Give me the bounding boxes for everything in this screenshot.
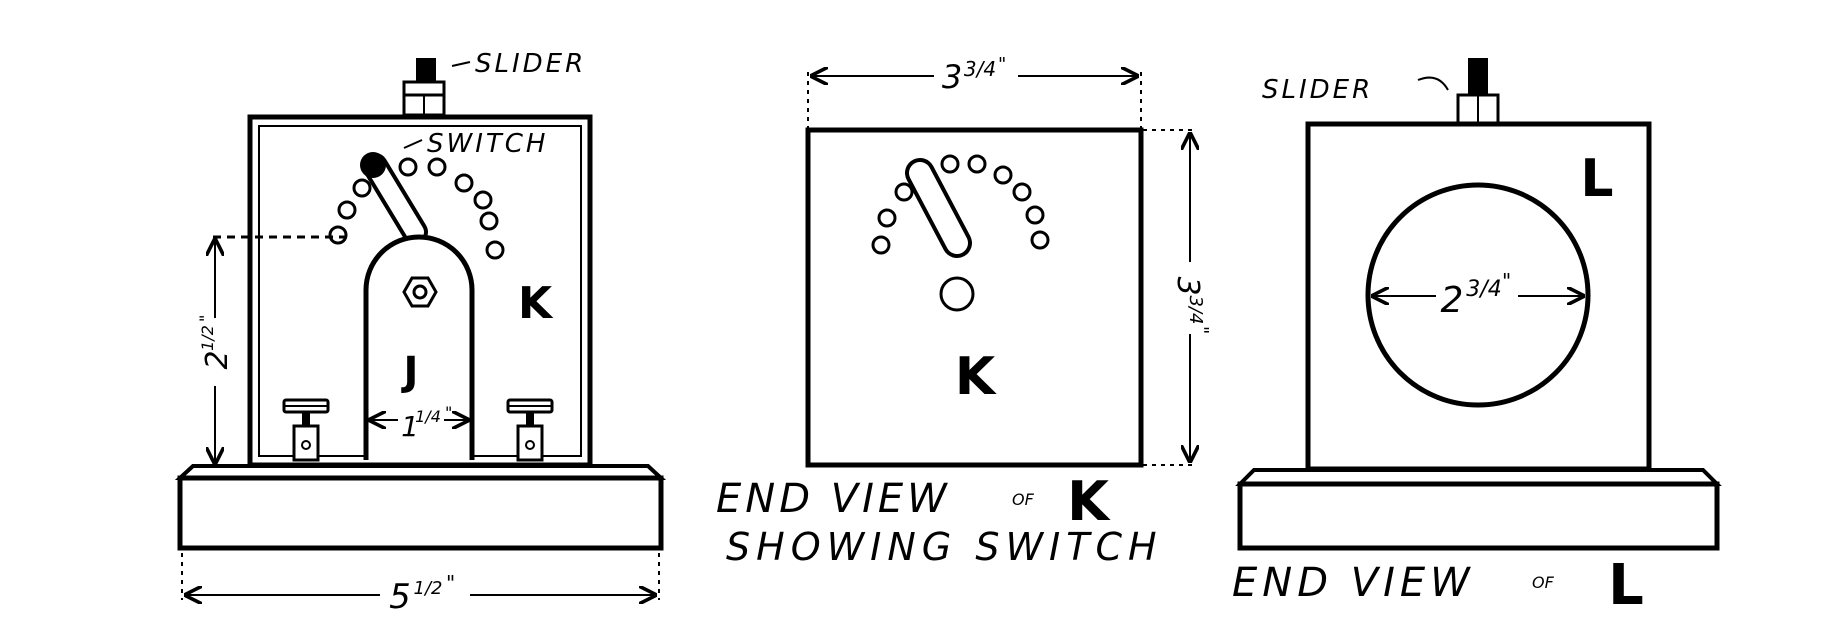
- nut-center: [412, 284, 428, 300]
- middle-height-unit: ": [1191, 326, 1212, 334]
- left-base: [177, 475, 664, 551]
- middle-switch-contacts: [871, 154, 1050, 255]
- inner-width-label-bg: [398, 404, 444, 444]
- j-label: J: [401, 349, 419, 395]
- inner-width-frac: 1/4: [415, 407, 441, 426]
- switch-pivot: [939, 276, 975, 312]
- middle-caption-line2: SHOWING SWITCH: [726, 525, 1163, 569]
- right-binding-post: [506, 398, 554, 462]
- height-whole: 2: [200, 350, 235, 369]
- right-slider-knob: [1456, 58, 1500, 127]
- middle-box-k: [805, 127, 1144, 468]
- middle-caption-of: OF: [1012, 490, 1035, 509]
- slider-leader-line: [451, 61, 471, 67]
- height-frac: 1/2: [198, 325, 217, 351]
- right-slider-leader: [1417, 76, 1449, 91]
- left-slider-knob: [402, 58, 446, 117]
- right-base: [1237, 481, 1720, 551]
- inner-width-whole: 1: [401, 410, 419, 443]
- middle-height-whole: 3: [1170, 276, 1205, 295]
- diameter-whole: 2: [1441, 280, 1464, 321]
- middle-k-label: K: [955, 347, 997, 407]
- diameter-frac: 3/4: [1466, 277, 1501, 302]
- height-unit: ": [196, 315, 215, 322]
- left-switch-lever: [360, 152, 428, 245]
- base-width-label-bg: [380, 570, 470, 618]
- diameter-label-bg: [1436, 266, 1518, 326]
- diameter-unit: ": [1502, 269, 1511, 293]
- left-switch-label: SWITCH: [427, 129, 548, 159]
- middle-caption-letter: K: [1067, 470, 1111, 533]
- right-caption-letter: L: [1608, 553, 1644, 618]
- middle-height-label: 3 3/4 ": [1168, 262, 1212, 334]
- left-slider-label: SLIDER: [475, 49, 586, 79]
- left-binding-post: [282, 398, 330, 462]
- middle-height-frac: 3/4: [1185, 296, 1206, 325]
- pillar-j: [363, 234, 475, 460]
- height-label: 2 1/2 ": [195, 315, 235, 386]
- middle-caption-line1: END VIEW: [716, 476, 951, 522]
- base-width-unit: ": [446, 571, 455, 595]
- right-end-view-l: SLIDER L 2 3/4 " END VIEW OF L: [1232, 58, 1722, 618]
- middle-end-view-k: 3 3/4 " 3 3/4 " K: [716, 50, 1212, 569]
- switch-leader-line: [403, 139, 423, 149]
- base-width-frac: 1/2: [414, 578, 443, 599]
- right-caption-of: OF: [1532, 573, 1555, 592]
- left-k-label: K: [518, 278, 554, 329]
- right-slider-label: SLIDER: [1262, 75, 1373, 105]
- right-l-label: L: [1580, 149, 1613, 209]
- middle-width-whole: 3: [942, 58, 962, 96]
- right-caption-line1: END VIEW: [1232, 560, 1475, 606]
- base-width-whole: 5: [389, 577, 411, 617]
- middle-switch-lever: [905, 158, 972, 258]
- left-switch-contacts: [328, 157, 505, 260]
- middle-width-frac: 3/4: [964, 57, 996, 81]
- left-front-view: SLIDER SWITCH J K: [174, 49, 667, 618]
- middle-width-label-bg: [934, 50, 1018, 102]
- inner-width-unit: ": [445, 403, 452, 422]
- middle-width-unit: ": [998, 54, 1006, 75]
